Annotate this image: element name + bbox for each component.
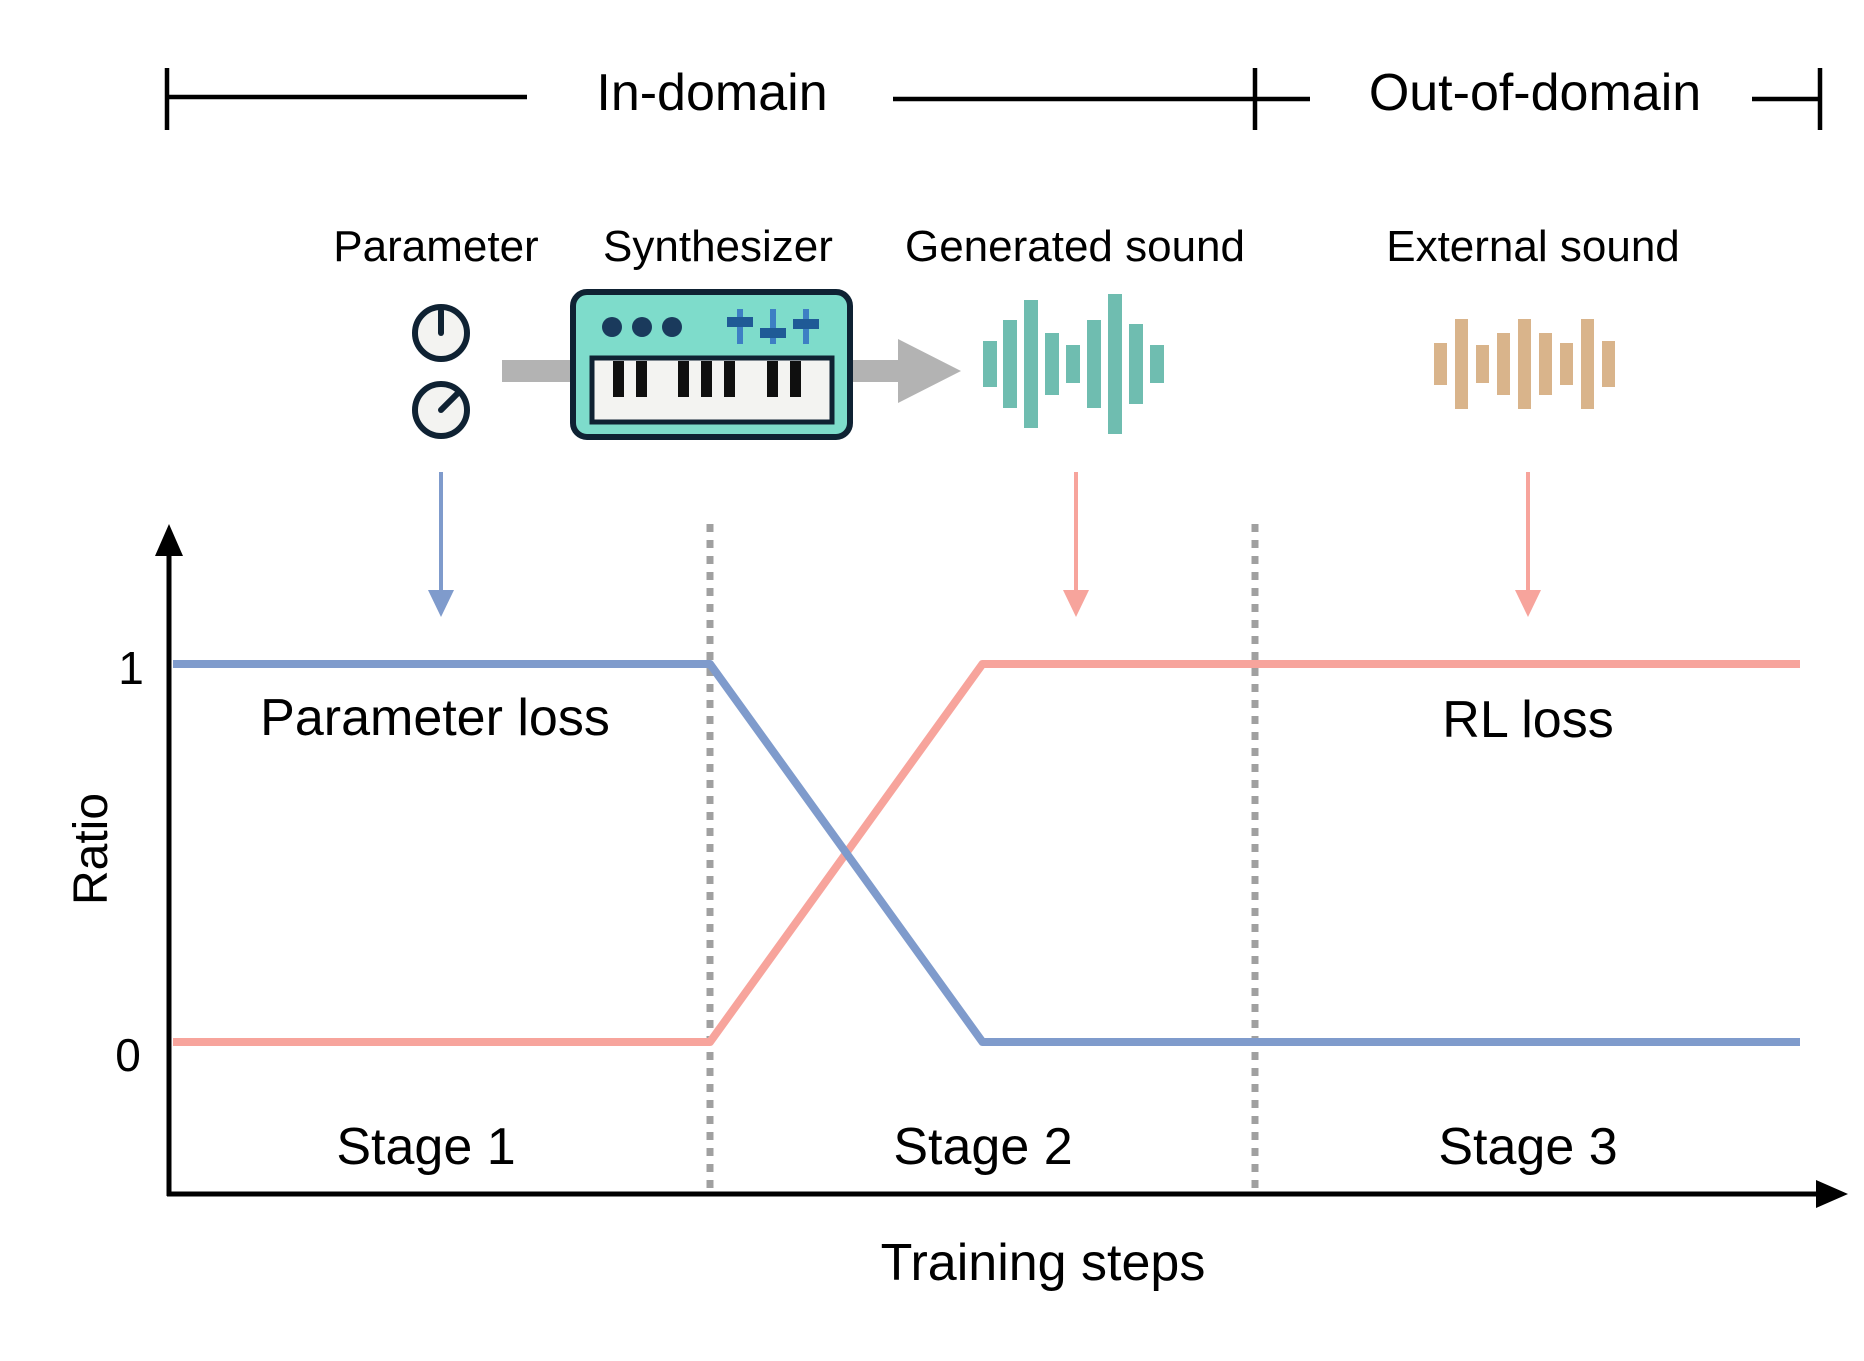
stage-3-label: Stage 3 bbox=[1438, 1118, 1617, 1176]
waveform-icon bbox=[1434, 319, 1615, 409]
knob-icon bbox=[412, 304, 470, 362]
stage-2-label: Stage 2 bbox=[893, 1118, 1072, 1176]
parameter-label: Parameter bbox=[333, 222, 538, 271]
x-axis bbox=[167, 1180, 1848, 1208]
flow-arrow-out bbox=[850, 339, 961, 403]
stage-1-label: Stage 1 bbox=[336, 1118, 515, 1176]
x-axis-label: Training steps bbox=[881, 1234, 1206, 1292]
rl-loss-label: RL loss bbox=[1442, 691, 1613, 749]
generated-sound-label: Generated sound bbox=[905, 222, 1245, 271]
waveform-icon bbox=[983, 294, 1164, 434]
arrow-generated-down bbox=[1063, 472, 1089, 617]
y-tick-1: 1 bbox=[118, 642, 144, 694]
arrow-external-down bbox=[1515, 472, 1541, 617]
flow-arrow-in bbox=[502, 360, 574, 382]
y-axis-label: Ratio bbox=[65, 793, 118, 905]
y-tick-0: 0 bbox=[115, 1029, 141, 1081]
synthesizer-label: Synthesizer bbox=[603, 222, 833, 271]
domain-bracket bbox=[164, 68, 1823, 130]
parameter-loss-label: Parameter loss bbox=[260, 689, 610, 747]
in-domain-label: In-domain bbox=[596, 64, 827, 122]
knob-icon bbox=[412, 381, 470, 439]
curves bbox=[173, 660, 1800, 1046]
parameter-loss-curve bbox=[173, 660, 1800, 1046]
synthesizer-icon bbox=[570, 289, 853, 440]
arrow-parameter-down bbox=[428, 472, 454, 617]
out-of-domain-label: Out-of-domain bbox=[1369, 64, 1701, 122]
external-sound-label: External sound bbox=[1386, 222, 1680, 271]
y-axis bbox=[155, 524, 183, 1196]
